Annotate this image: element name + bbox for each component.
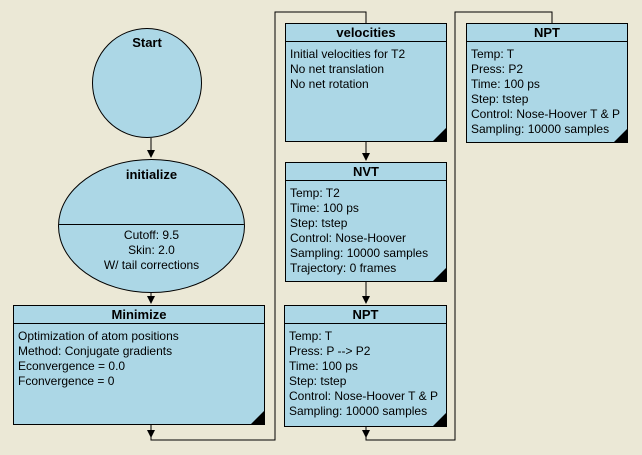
node-body: Cutoff: 9.5 Skin: 2.0 W/ tail correction… <box>59 228 244 273</box>
connector-start-to-initialize <box>147 138 155 158</box>
node-body-line: Control: Nose-Hoover <box>290 231 407 245</box>
arrowhead-icon <box>147 150 155 158</box>
connector-velocities-to-nvt <box>362 142 370 161</box>
arrowhead-icon <box>147 430 155 438</box>
compartment-divider <box>59 224 244 225</box>
node-body-line: Time: 100 ps <box>289 359 358 373</box>
fold-corner-icon[interactable] <box>433 128 446 141</box>
connector-npt-ramp-to-npt-hold <box>362 11 553 441</box>
nvt-node[interactable]: NVT Temp: T2 Time: 100 ps Step: tstep Co… <box>285 162 447 282</box>
velocities-node[interactable]: velocities Initial velocities for T2 No … <box>285 23 447 142</box>
node-title: NPT <box>285 306 446 324</box>
arrowhead-icon <box>147 296 155 304</box>
node-body: Temp: T Press: P2 Time: 100 ps Step: tst… <box>467 42 627 137</box>
node-body-line: Step: tstep <box>471 92 529 106</box>
npt-ramp-node[interactable]: NPT Temp: T Press: P --> P2 Time: 100 ps… <box>284 305 447 427</box>
fold-corner-icon[interactable] <box>251 411 264 424</box>
node-body-line: No net rotation <box>290 77 369 91</box>
node-body-line: Time: 100 ps <box>290 201 359 215</box>
node-body-line: No net translation <box>290 62 385 76</box>
fold-corner-icon[interactable] <box>614 129 627 142</box>
node-body-line: Press: P2 <box>471 62 524 76</box>
node-body: Optimization of atom positions Method: C… <box>14 324 264 389</box>
arrowhead-icon <box>362 296 370 304</box>
fold-corner-icon[interactable] <box>433 413 446 426</box>
node-body-line: Step: tstep <box>289 374 347 388</box>
node-title: velocities <box>286 24 446 42</box>
node-body-line: Method: Conjugate gradients <box>18 344 173 358</box>
node-body-line: Temp: T <box>471 47 515 61</box>
node-title: Start <box>132 35 162 50</box>
arrowhead-icon <box>362 430 370 438</box>
node-title: initialize <box>125 167 178 182</box>
connector-initialize-to-minimize <box>147 293 155 304</box>
node-body-line: Initial velocities for T2 <box>290 47 406 61</box>
node-body-line: Press: P --> P2 <box>289 344 371 358</box>
node-body-line: Time: 100 ps <box>471 77 540 91</box>
node-body-line: Temp: T2 <box>290 186 340 200</box>
node-body-line: Sampling: 10000 samples <box>471 122 610 136</box>
node-body: Temp: T Press: P --> P2 Time: 100 ps Ste… <box>285 324 446 419</box>
initialize-node[interactable]: initialize Cutoff: 9.5 Skin: 2.0 W/ tail… <box>58 159 245 293</box>
node-title: NPT <box>467 24 627 42</box>
node-body-line: Sampling: 10000 samples <box>290 246 429 260</box>
node-body-line: W/ tail corrections <box>103 258 200 272</box>
node-body-line: Econvergence = 0.0 <box>18 359 126 373</box>
npt-hold-node[interactable]: NPT Temp: T Press: P2 Time: 100 ps Step:… <box>466 23 628 143</box>
fold-corner-icon[interactable] <box>433 268 446 281</box>
node-body-line: Sampling: 10000 samples <box>289 404 428 418</box>
node-body-line: Control: Nose-Hoover T & P <box>289 389 438 403</box>
arrowhead-icon <box>362 153 370 161</box>
connector-minimize-to-velocities <box>147 11 367 441</box>
minimize-node[interactable]: Minimize Optimization of atom positions … <box>13 305 265 425</box>
node-body-line: Cutoff: 9.5 <box>123 228 180 242</box>
start-node[interactable]: Start <box>92 28 202 138</box>
node-body: Initial velocities for T2 No net transla… <box>286 42 446 92</box>
node-body-line: Fconvergence = 0 <box>18 374 115 388</box>
node-body-line: Trajectory: 0 frames <box>290 261 397 275</box>
node-body-line: Step: tstep <box>290 216 348 230</box>
node-body: Temp: T2 Time: 100 ps Step: tstep Contro… <box>286 181 446 276</box>
node-title: Minimize <box>14 306 264 324</box>
node-body-line: Skin: 2.0 <box>128 243 175 257</box>
node-body-line: Control: Nose-Hoover T & P <box>471 107 620 121</box>
node-body-line: Temp: T <box>289 329 333 343</box>
node-body-line: Optimization of atom positions <box>18 329 179 343</box>
connector-nvt-to-npt-ramp <box>362 282 370 304</box>
node-title: NVT <box>286 163 446 181</box>
